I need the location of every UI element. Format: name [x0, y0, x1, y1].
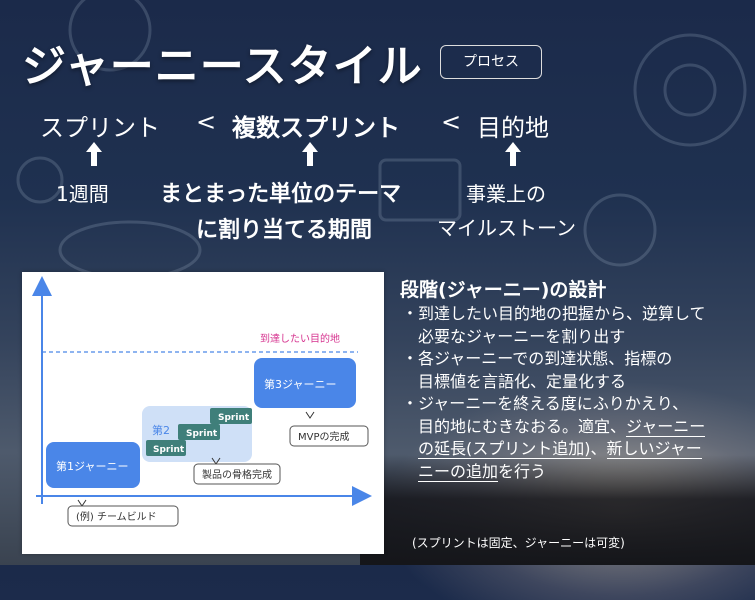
sprint-term: スプリント [40, 114, 160, 142]
up-arrow-icon [86, 142, 102, 166]
journey-1-block [46, 442, 140, 488]
journey-2-label: 第2 [152, 423, 170, 437]
design-bullet-list: ・ 到達したい目的地の把握から、逆算して 必要なジャーニーを割り出す ・ 各ジャ… [400, 303, 750, 483]
bullet-mark: ・ [402, 349, 419, 368]
callout-skeleton-text: 製品の骨格完成 [202, 468, 272, 481]
dollar-icon [68, 0, 152, 72]
target-label: 到達したい目的地 [260, 332, 340, 345]
journey-diagram: 到達したい目的地 第2 第1ジャーニー Sprint Sprint Sprint… [22, 272, 384, 554]
bullet-3-line4a: ニーの追加 [418, 461, 499, 482]
sprint-block [178, 424, 220, 440]
bullet-item: ・ 各ジャーニーでの到達状態、指標の 目標値を言語化、定量化する [400, 348, 750, 393]
bullet-2-line1: 各ジャーニーでの到達状態、指標の [418, 349, 673, 368]
sprint-block [146, 440, 186, 456]
design-note: (スプリントは固定、ジャーニーは可変) [412, 536, 625, 550]
milestone-label-line2: マイルストーン [437, 216, 576, 240]
journey-3-block [254, 358, 356, 408]
bullet-3-line4b: を行う [498, 461, 547, 481]
journey-1-label: 第1ジャーニー [56, 459, 128, 473]
callout-team-building [67, 505, 179, 527]
sprint-block [210, 408, 252, 424]
gear-icon [633, 33, 747, 147]
less-than-symbol: < [441, 108, 462, 136]
bullet-2-line2: 目標値を言語化、定量化する [418, 371, 627, 391]
bullet-3-line2b: ジャーニー [626, 416, 706, 437]
bullet-3-line2a: 目的地にむきなおる。適宜、 [418, 416, 627, 436]
teamwork-cloud-icon [58, 220, 202, 280]
design-section-title: 段階(ジャーニー)の設計 [400, 279, 607, 301]
bullet-item: ・ ジャーニーを終える度にふりかえり、 目的地にむきなおる。適宜、ジャーニー の… [400, 393, 750, 483]
bullet-mark: ・ [402, 304, 419, 323]
one-week-label: 1週間 [56, 182, 109, 206]
bullet-3-line3a: の延長(スプリント追加) [418, 439, 591, 459]
slide-title: ジャーニースタイル [22, 41, 423, 92]
bullet-1-line1: 到達したい目的地の把握から、逆算して [418, 304, 706, 323]
bullet-1-line2: 必要なジャーニーを割り出す [418, 326, 626, 346]
destination-term: 目的地 [477, 114, 549, 142]
sprint-label: Sprint [186, 429, 218, 439]
callout-team-building-text: (例) チームビルド [76, 510, 157, 523]
sprint-label: Sprint [153, 445, 185, 455]
up-arrow-icon [505, 142, 521, 166]
bullet-mark: ・ [402, 394, 419, 413]
theme-period-label-line1: まとまった単位のテーマ [160, 182, 402, 207]
silhouette-background [360, 455, 755, 565]
less-than-symbol: < [196, 108, 217, 136]
bullet-3-line1: ジャーニーを終える度にふりかえり、 [418, 394, 689, 413]
theme-period-label-line2: に割り当てる期間 [196, 218, 373, 243]
background-icon-pattern [0, 0, 755, 565]
laptop-icon [378, 158, 462, 222]
bullet-3-line3b: 、 [590, 439, 607, 458]
gear-icon [583, 193, 657, 267]
callout-mvp [289, 425, 369, 447]
process-badge: プロセス [440, 45, 542, 79]
journey-3-label: 第3ジャーニー [264, 377, 336, 391]
callout-mvp-text: MVPの完成 [298, 430, 350, 443]
bullet-item: ・ 到達したい目的地の把握から、逆算して 必要なジャーニーを割り出す [400, 303, 750, 348]
bullet-3-line3c: 新しいジャー [606, 439, 702, 459]
multi-sprint-term: 複数スプリント [232, 114, 400, 142]
callout-skeleton [193, 463, 281, 485]
sprint-label: Sprint [218, 413, 250, 423]
up-arrow-icon [302, 142, 318, 166]
milestone-label-line1: 事業上の [466, 182, 546, 206]
gear-icon [16, 156, 64, 204]
